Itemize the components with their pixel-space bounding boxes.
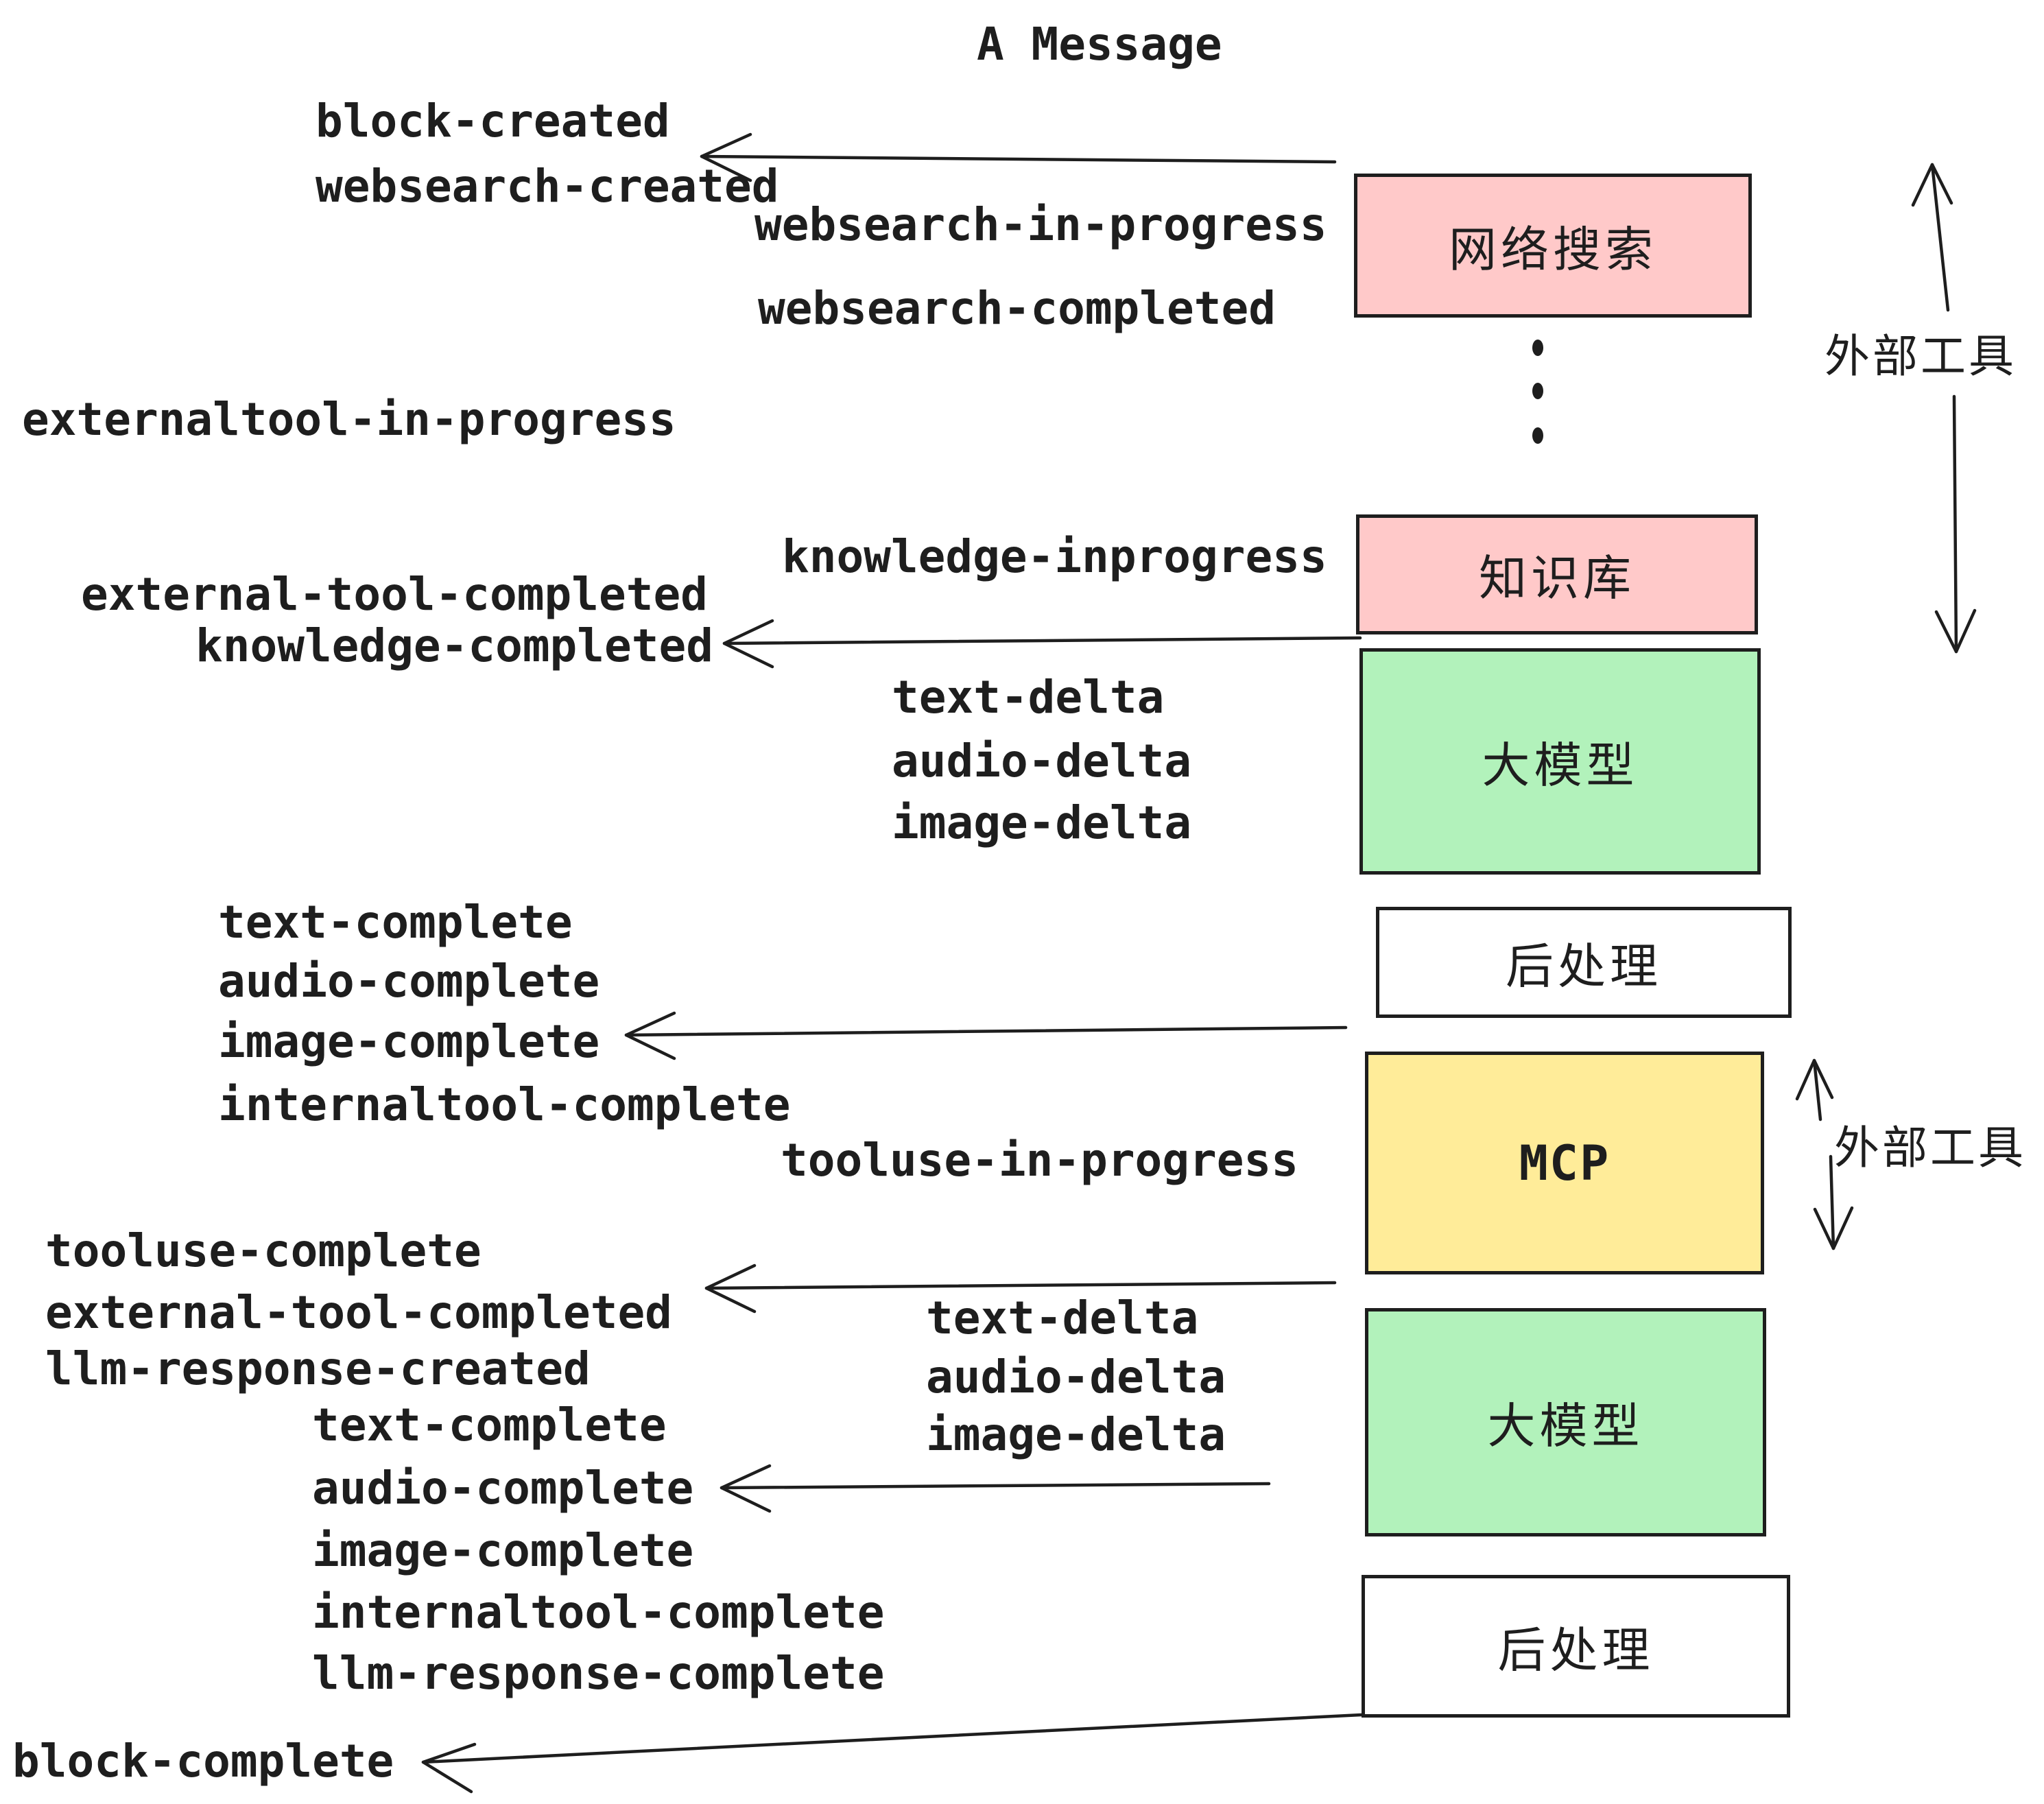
node-postprocess-2-label: 后处理 — [1497, 1622, 1654, 1678]
node-postprocess-2: 后处理 — [1362, 1575, 1790, 1718]
annotation-external-tools-top: 外部工具 — [1825, 330, 2017, 383]
event-websearch-completed: websearch-completed — [758, 282, 1276, 335]
event-internaltool-complete-2: internaltool-complete — [312, 1586, 885, 1639]
arrow-external-tools-bottom-up — [1795, 1058, 1834, 1121]
event-block-created: block-created — [316, 95, 670, 147]
event-llm-response-complete: llm-response-complete — [312, 1647, 885, 1700]
event-external-tool-completed-1: external-tool-completed — [81, 568, 708, 621]
node-postprocess-1-label: 后处理 — [1506, 938, 1662, 995]
node-knowledge: 知识库 — [1356, 514, 1758, 634]
event-text-complete-1: text-complete — [218, 896, 573, 949]
event-text-complete-2: text-complete — [312, 1399, 667, 1451]
event-websearch-in-progress: websearch-in-progress — [754, 198, 1327, 251]
arrow-external-tools-bottom-down — [1813, 1154, 1854, 1250]
arrow-audio-complete-2 — [720, 1464, 1271, 1513]
event-text-delta-1: text-delta — [892, 671, 1165, 724]
arrow-tooluse-complete — [704, 1263, 1337, 1314]
event-audio-complete-1: audio-complete — [218, 955, 600, 1008]
node-llm-1: 大模型 — [1359, 648, 1761, 875]
event-block-complete: block-complete — [12, 1735, 394, 1788]
node-llm-2-label: 大模型 — [1487, 1398, 1644, 1454]
event-image-complete-1: image-complete — [218, 1015, 600, 1068]
node-websearch: 网络搜索 — [1354, 174, 1752, 318]
event-knowledge-completed: knowledge-completed — [195, 619, 713, 672]
node-postprocess-1: 后处理 — [1376, 907, 1792, 1018]
event-llm-response-created: llm-response-created — [45, 1342, 591, 1395]
event-audio-delta-2: audio-delta — [926, 1351, 1226, 1403]
node-llm-1-label: 大模型 — [1482, 737, 1639, 794]
event-image-complete-2: image-complete — [312, 1524, 694, 1577]
arrow-image-complete — [624, 1011, 1348, 1060]
event-websearch-created: websearch-created — [316, 160, 779, 213]
event-image-delta-2: image-delta — [926, 1408, 1226, 1461]
arrow-websearch-created — [700, 132, 1337, 182]
diagram-title: A Message — [977, 18, 1222, 71]
node-knowledge-label: 知识库 — [1479, 550, 1635, 606]
event-internaltool-complete-1: internaltool-complete — [218, 1078, 791, 1131]
arrow-knowledge-completed — [722, 619, 1362, 669]
event-audio-delta-1: audio-delta — [892, 735, 1192, 787]
event-externaltool-in-progress: externaltool-in-progress — [22, 393, 676, 446]
node-websearch-label: 网络搜索 — [1449, 221, 1657, 278]
ellipsis-dots — [1532, 340, 1543, 444]
event-knowledge-inprogress: knowledge-inprogress — [782, 530, 1327, 583]
event-text-delta-2: text-delta — [926, 1292, 1199, 1344]
arrow-external-tools-top-down — [1934, 394, 1977, 654]
event-image-delta-1: image-delta — [892, 796, 1192, 849]
event-audio-complete-2: audio-complete — [312, 1462, 694, 1515]
node-mcp-label: MCP — [1519, 1135, 1611, 1191]
arrow-block-complete — [421, 1713, 1364, 1794]
arrow-external-tools-top-up — [1911, 163, 1953, 312]
node-mcp: MCP — [1365, 1052, 1764, 1274]
annotation-external-tools-bottom: 外部工具 — [1834, 1121, 2026, 1174]
event-tooluse-complete: tooluse-complete — [45, 1224, 482, 1277]
event-tooluse-in-progress: tooluse-in-progress — [781, 1134, 1298, 1187]
event-external-tool-completed-2: external-tool-completed — [45, 1286, 672, 1339]
node-llm-2: 大模型 — [1365, 1308, 1766, 1536]
